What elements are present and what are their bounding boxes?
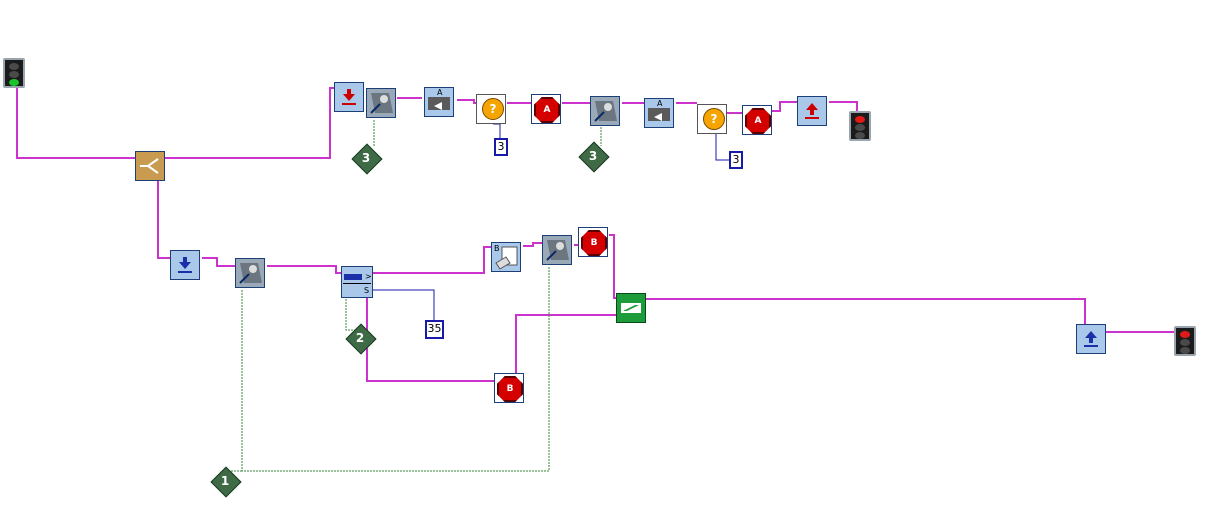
sequence-wire [157,181,170,259]
branch-merge-block[interactable] [616,293,646,323]
rotation-sensor-block[interactable] [542,235,572,265]
svg-text:>: > [365,272,372,281]
rotation-sensor-block[interactable] [590,96,620,126]
rotation-sensor-block[interactable] [235,258,265,288]
stop-traffic-light-icon[interactable] [849,111,871,141]
sequence-wire [165,87,334,159]
data-hub-3[interactable]: 3 [578,141,610,173]
rotation-sensor-icon [239,263,262,284]
stop-letter: A [543,105,551,115]
stop-icon: A [745,108,771,134]
sequence-wire [523,242,542,247]
jump-down-block[interactable] [170,250,200,280]
rotation-sensor-icon [370,93,393,114]
stop-icon: A [534,97,560,123]
jump-up-block[interactable] [1076,324,1106,354]
touch-sensor-icon [495,246,518,270]
merge-icon [621,303,641,313]
question-icon: ? [482,98,504,120]
number-constant[interactable]: 3 [494,138,508,156]
question-icon: ? [703,108,725,130]
motor-block[interactable]: A [424,87,454,117]
rotation-sensor-icon [594,101,617,122]
sound-block[interactable]: >S [341,266,373,298]
motor-icon [648,108,670,121]
arrow-down-icon [342,89,356,105]
stop-traffic-light-icon[interactable] [1174,326,1196,356]
stop-block[interactable]: B [494,373,524,403]
number-wire [493,123,501,138]
stop-letter: B [506,384,514,394]
arrow-up-icon [805,103,819,119]
stop-icon: B [497,376,523,402]
motor-icon [428,97,450,110]
jump-down-block[interactable] [334,82,364,112]
port-letter: B [494,244,500,253]
touch-sensor-block[interactable]: B [491,242,521,272]
fork-icon [140,158,159,174]
data-hub-3[interactable]: 3 [351,143,383,175]
sound-sensor-icon: >S [343,272,372,295]
stop-block[interactable]: A [531,94,561,124]
number-constant[interactable]: 35 [425,320,444,339]
port-letter: A [437,88,443,97]
port-letter: A [657,99,663,108]
wait-block[interactable]: ? [697,104,727,134]
stop-block[interactable]: B [578,227,608,257]
stop-letter: B [590,238,598,248]
data-wire [241,266,550,472]
sequence-wire [202,257,235,267]
sequence-wire [16,88,135,159]
sequence-wire [457,99,476,104]
sequence-wire [829,101,858,111]
svg-text:S: S [364,286,369,295]
stop-block[interactable]: A [742,105,772,135]
number-wire [715,134,729,161]
fork-block[interactable] [135,151,165,181]
number-wire [372,289,435,320]
data-hub-1[interactable]: 1 [210,466,242,498]
sequence-wire [515,314,616,373]
sequence-wire [609,234,616,299]
number-constant[interactable]: 3 [729,151,743,169]
stop-icon: B [581,230,607,256]
sequence-wire [646,298,1086,326]
arrow-up-icon [1084,331,1098,347]
stop-letter: A [754,116,762,126]
sequence-wire [366,296,494,382]
sequence-wire [372,246,491,274]
sequence-wire [267,265,342,274]
motor-block[interactable]: A [644,98,674,128]
data-hub-2[interactable]: 2 [345,323,377,355]
start-traffic-light-icon[interactable] [3,58,25,88]
sequence-wire [772,101,797,112]
arrow-down-icon [178,257,192,273]
rotation-sensor-block[interactable] [366,88,396,118]
jump-up-block[interactable] [797,96,827,126]
rotation-sensor-icon [546,240,569,261]
wait-block[interactable]: ? [476,94,506,124]
